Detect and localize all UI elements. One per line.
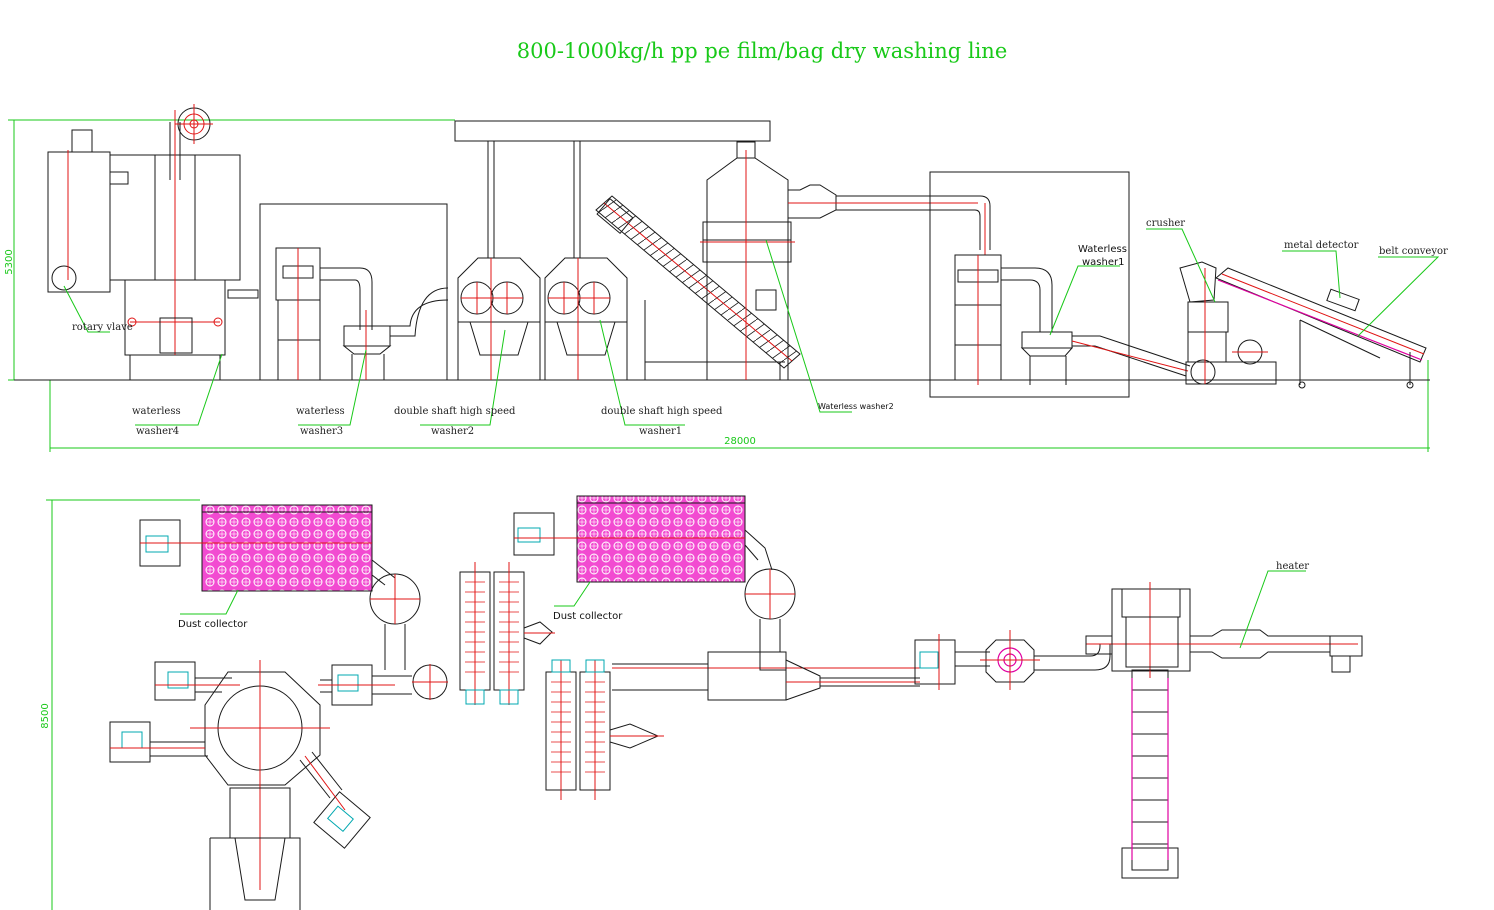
double-shaft-washer2-elevation: [457, 257, 541, 381]
waterless-washer3-elevation: [259, 203, 449, 381]
label-waterless-washer3-a: waterless: [296, 406, 345, 417]
label-metal-detector: metal detector: [1284, 240, 1359, 251]
waterless-washer2-elevation: [700, 141, 991, 381]
label-double-shaft-washer1-b: washer1: [639, 426, 682, 437]
label-heater: heater: [1276, 561, 1309, 572]
label-dust-collector-left: Dust collector: [178, 619, 248, 630]
label-double-shaft-washer2-b: washer2: [431, 426, 474, 437]
double-shaft-washer-plan-a: [459, 562, 555, 705]
heater-line-plan: [1085, 582, 1363, 879]
dust-collector-left-plan: [139, 504, 448, 700]
cyclone-duct-plan: [707, 651, 920, 701]
label-waterless-washer3-b: washer3: [300, 426, 343, 437]
label-crusher: crusher: [1146, 218, 1185, 229]
dimension-height-bottom: 8500: [40, 499, 200, 910]
dust-collector-right-plan: [513, 495, 796, 652]
leader-lines-top: [63, 228, 1440, 426]
overhead-beam: [454, 120, 771, 258]
double-shaft-washer-plan-b: [545, 659, 920, 800]
dimension-height-top-value: 5300: [4, 249, 15, 274]
label-double-shaft-washer1-a: double shaft high speed: [601, 406, 723, 417]
dimension-height-bottom-value: 8500: [40, 703, 51, 728]
label-waterless-washer4-a: waterless: [132, 406, 181, 417]
label-waterless-washer1-b: washer1: [1082, 257, 1124, 268]
label-waterless-washer1-a: Waterless: [1078, 244, 1127, 255]
label-rotary-valve: rotary vlave: [72, 322, 133, 333]
dimension-length-total: 28000: [49, 360, 1430, 452]
waterless-washer1-elevation: [929, 171, 1191, 398]
waterless-washer1-plan: [914, 630, 1111, 690]
waterless-washer4-elevation: [47, 104, 259, 380]
label-belt-conveyor: belt conveyor: [1379, 246, 1448, 257]
crusher-elevation: [1179, 261, 1277, 385]
screw-conveyor-elevation: [595, 195, 801, 380]
label-double-shaft-washer2-a: double shaft high speed: [394, 406, 516, 417]
dimension-length-total-value: 28000: [724, 436, 756, 447]
belt-conveyor-elevation: [1215, 267, 1427, 389]
drawing-title: 800-1000kg/h pp pe film/bag dry washing …: [517, 39, 1008, 63]
label-waterless-washer2: Waterless washer2: [818, 402, 894, 411]
double-shaft-washer1-elevation: [544, 257, 628, 381]
waterless-washer4-plan: [109, 660, 412, 910]
leader-lines-bottom: [180, 570, 1306, 649]
dimension-height-top: 5300: [4, 119, 455, 381]
label-dust-collector-right: Dust collector: [553, 611, 623, 622]
label-waterless-washer4-b: washer4: [136, 426, 179, 437]
